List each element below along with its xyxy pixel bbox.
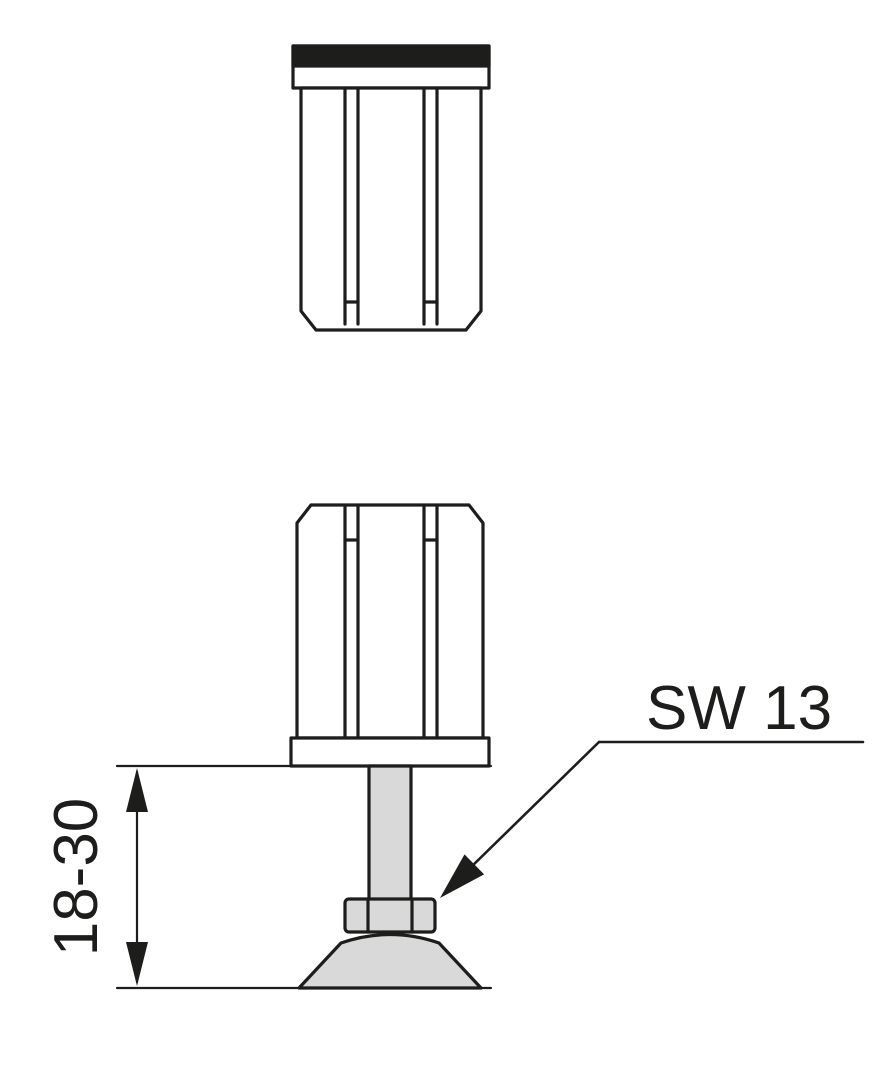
hex-nut <box>343 897 437 934</box>
foot-base <box>297 932 483 990</box>
bottom-view-assembly <box>289 503 491 990</box>
dimension-label: 18-30 <box>42 798 111 957</box>
threaded-stem <box>367 764 413 904</box>
insert-body-bottom-view <box>295 503 485 740</box>
wrench-size-label: SW 13 <box>646 674 832 743</box>
base-flange <box>289 736 491 768</box>
insert-body-top-view <box>299 86 483 332</box>
top-view-insert <box>291 44 491 332</box>
leader-annotation: SW 13 <box>440 674 865 898</box>
arrowhead-up-icon <box>126 768 148 812</box>
leader-arrowhead-icon <box>440 854 485 898</box>
leader-line-diagonal <box>464 740 601 874</box>
arrowhead-down-icon <box>126 942 148 986</box>
cap-top-strip <box>291 44 491 68</box>
dimension-annotation: 18-30 <box>42 764 493 990</box>
